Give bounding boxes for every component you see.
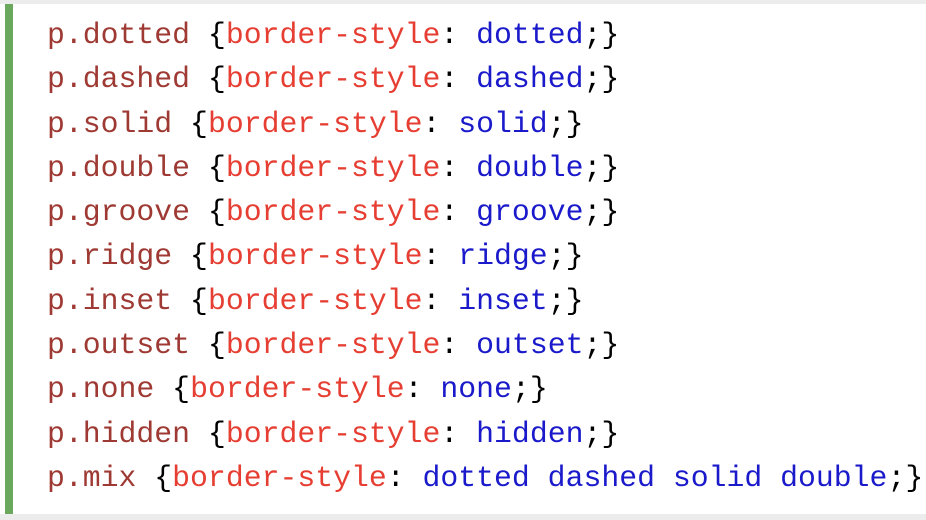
css-value: dashed: [476, 62, 584, 97]
css-property: border-style: [172, 460, 387, 495]
open-brace: {: [190, 18, 226, 52]
rule-end: ;}: [547, 283, 584, 318]
open-brace: {: [190, 416, 226, 451]
colon: :: [440, 18, 477, 52]
open-brace: {: [172, 283, 208, 318]
css-property: border-style: [225, 416, 441, 451]
open-brace: {: [172, 106, 208, 141]
colon: :: [422, 283, 459, 318]
rule-end: ;}: [583, 328, 620, 363]
css-selector: p.inset: [47, 283, 173, 318]
open-brace: {: [190, 328, 226, 363]
css-rule-line: p.solid {border-style: solid;}: [47, 102, 926, 146]
css-selector: p.none: [47, 372, 155, 407]
colon: :: [422, 106, 459, 141]
css-property: border-style: [207, 283, 423, 318]
code-lines: p.dotted {border-style: dotted;} p.dashe…: [30, 13, 926, 500]
rule-end: ;}: [583, 18, 620, 52]
css-value: outset: [476, 328, 584, 363]
rule-end: ;}: [887, 460, 924, 495]
css-rule-line: p.dotted {border-style: dotted;}: [47, 13, 926, 57]
css-selector: p.mix: [47, 460, 137, 495]
css-selector: p.double: [47, 150, 191, 185]
css-rule-line: p.inset {border-style: inset;}: [47, 279, 926, 323]
css-property: border-style: [207, 239, 423, 274]
css-selector: p.dotted: [47, 18, 191, 52]
css-rule-line: p.hidden {border-style: hidden;}: [47, 412, 926, 456]
css-rule-line: p.mix {border-style: dotted dashed solid…: [47, 456, 926, 500]
rule-end: ;}: [583, 416, 620, 451]
bottom-divider: [0, 514, 926, 520]
css-code-block: p.dotted {border-style: dotted;} p.dashe…: [5, 4, 926, 514]
css-value: ridge: [458, 239, 548, 274]
open-brace: {: [190, 195, 226, 230]
colon: :: [422, 239, 459, 274]
css-value: dotted: [476, 18, 584, 52]
colon: :: [386, 460, 423, 495]
css-property: border-style: [207, 106, 423, 141]
top-divider: [0, 0, 926, 4]
css-selector: p.outset: [47, 328, 191, 363]
rule-end: ;}: [547, 239, 584, 274]
css-rule-line: p.none {border-style: none;}: [47, 367, 926, 411]
css-value: none: [440, 372, 512, 407]
colon: :: [440, 150, 477, 185]
colon: :: [440, 195, 477, 230]
css-selector: p.groove: [47, 195, 191, 230]
rule-end: ;}: [547, 106, 584, 141]
css-rule-line: p.ridge {border-style: ridge;}: [47, 234, 926, 278]
open-brace: {: [154, 372, 191, 407]
open-brace: {: [172, 239, 208, 274]
rule-end: ;}: [583, 62, 620, 97]
open-brace: {: [190, 150, 226, 185]
colon: :: [440, 328, 477, 363]
css-property: border-style: [225, 150, 441, 185]
css-value: dotted dashed solid double: [422, 460, 888, 495]
css-property: border-style: [225, 62, 441, 97]
rule-end: ;}: [583, 195, 620, 230]
rule-end: ;}: [511, 372, 548, 407]
css-selector: p.dashed: [47, 62, 191, 97]
css-selector: p.hidden: [47, 416, 191, 451]
css-property: border-style: [225, 328, 441, 363]
css-rule-line: p.double {border-style: double;}: [47, 146, 926, 190]
css-selector: p.solid: [47, 106, 173, 141]
css-rule-line: p.dashed {border-style: dashed;}: [47, 57, 926, 101]
css-property: border-style: [190, 372, 405, 407]
colon: :: [404, 372, 441, 407]
css-value: hidden: [476, 416, 584, 451]
open-brace: {: [136, 460, 173, 495]
css-property: border-style: [225, 18, 441, 52]
rule-end: ;}: [583, 150, 620, 185]
css-value: double: [476, 150, 584, 185]
css-rule-line: p.groove {border-style: groove;}: [47, 190, 926, 234]
colon: :: [440, 416, 477, 451]
css-property: border-style: [225, 195, 441, 230]
open-brace: {: [190, 62, 226, 97]
colon: :: [440, 62, 477, 97]
css-value: solid: [458, 106, 548, 141]
green-accent-bar: [5, 4, 13, 514]
css-value: inset: [458, 283, 548, 318]
css-rule-line: p.outset {border-style: outset;}: [47, 323, 926, 367]
css-selector: p.ridge: [47, 239, 173, 274]
css-value: groove: [476, 195, 584, 230]
